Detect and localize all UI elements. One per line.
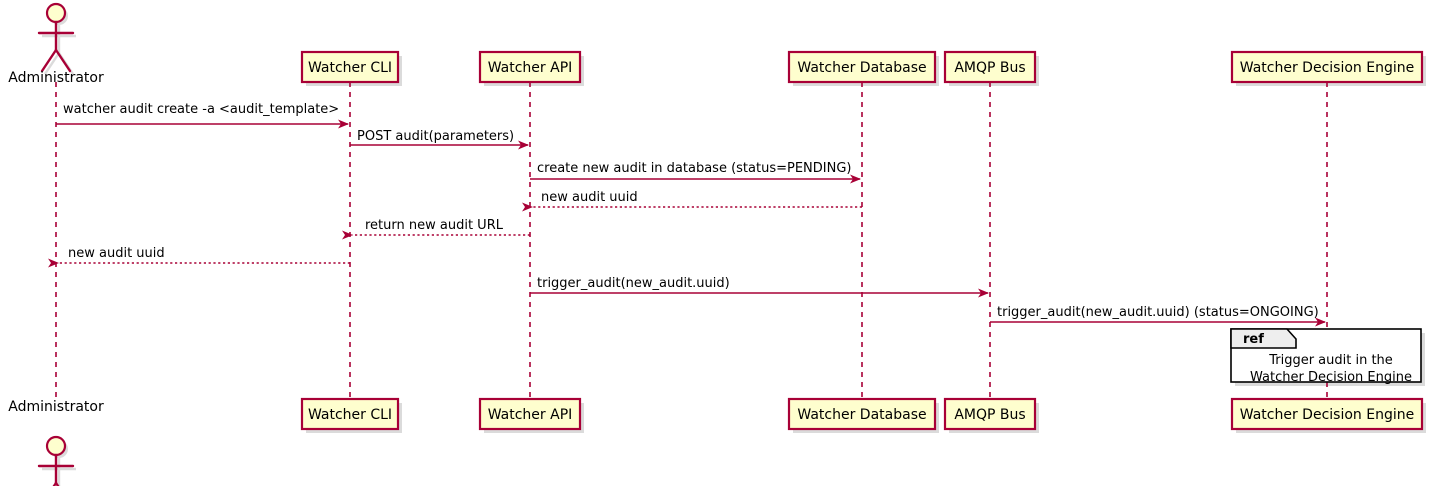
- message-1: watcher audit create -a <audit_template>: [56, 102, 349, 129]
- message-label: new audit uuid: [68, 246, 165, 261]
- participant-box-rect: [478, 50, 582, 84]
- actor-body-icon: [37, 20, 75, 73]
- participant-box-wde-top[interactable]: Watcher Decision Engine: [1230, 50, 1424, 84]
- participant-box-rect: [300, 397, 400, 431]
- participant-box-api-bottom[interactable]: Watcher API: [478, 397, 582, 431]
- message-5: return new audit URL: [342, 218, 530, 240]
- message-4: new audit uuid: [522, 190, 862, 212]
- message-label: trigger_audit(new_audit.uuid): [537, 276, 730, 291]
- ref-fragment-body-line-1: Watcher Decision Engine: [1250, 370, 1412, 385]
- lifeline-layer: [55, 82, 1328, 399]
- participant-label-db: Watcher Database: [797, 60, 926, 76]
- participant-label-cli: Watcher CLI: [308, 407, 392, 423]
- participant-label-db: Watcher Database: [797, 407, 926, 423]
- participant-label-cli: Watcher CLI: [308, 60, 392, 76]
- participant-box-rect: [1230, 397, 1424, 431]
- participant-box-rect: [300, 50, 400, 84]
- actor-body-icon: [37, 453, 75, 486]
- participant-box-db-top[interactable]: Watcher Database: [787, 50, 937, 84]
- message-label: create new audit in database (status=PEN…: [537, 161, 852, 176]
- message-label: trigger_audit(new_audit.uuid) (status=ON…: [997, 305, 1319, 320]
- participant-label-api: Watcher API: [488, 407, 573, 423]
- participant-box-cli-bottom[interactable]: Watcher CLI: [300, 397, 400, 431]
- participant-label-wde: Watcher Decision Engine: [1240, 60, 1414, 76]
- message-2: POST audit(parameters): [350, 129, 529, 150]
- actor-head-icon: [45, 2, 67, 24]
- participant-box-rect: [943, 50, 1037, 84]
- participant-label-amqp: AMQP Bus: [954, 60, 1025, 76]
- participant-box-rect: [943, 397, 1037, 431]
- message-7: trigger_audit(new_audit.uuid): [530, 276, 989, 298]
- participant-box-db-bottom[interactable]: Watcher Database: [787, 397, 937, 431]
- message-layer: watcher audit create -a <audit_template>…: [48, 102, 1326, 327]
- participant-box-rect: [787, 397, 937, 431]
- participant-label-amqp: AMQP Bus: [954, 407, 1025, 423]
- actor-administrator-top[interactable]: [37, 2, 75, 73]
- participant-label-wde: Watcher Decision Engine: [1240, 407, 1414, 423]
- actor-label-administrator-top: Administrator: [8, 70, 104, 86]
- participant-layer: Watcher CLI Watcher CLI Watcher API Watcher…: [300, 50, 1424, 431]
- participant-box-wde-bottom[interactable]: Watcher Decision Engine: [1230, 397, 1424, 431]
- participant-box-amqp-top[interactable]: AMQP Bus: [943, 50, 1037, 84]
- ref-fragment-body-line-0: Trigger audit in the: [1268, 353, 1393, 368]
- message-label: new audit uuid: [541, 190, 638, 205]
- message-label: watcher audit create -a <audit_template>: [63, 102, 339, 117]
- participant-box-amqp-bottom[interactable]: AMQP Bus: [943, 397, 1037, 431]
- participant-box-rect: [1230, 50, 1424, 84]
- actor-administrator-bottom[interactable]: [37, 435, 75, 486]
- participant-label-api: Watcher API: [488, 60, 573, 76]
- ref-fragment-tab: [1230, 328, 1297, 349]
- message-6: new audit uuid: [48, 246, 350, 268]
- participant-box-cli-top[interactable]: Watcher CLI: [300, 50, 400, 84]
- ref-fragment-tab-label: ref: [1243, 332, 1264, 347]
- message-8: trigger_audit(new_audit.uuid) (status=ON…: [990, 305, 1326, 327]
- actor-head-icon: [45, 435, 67, 457]
- message-label: return new audit URL: [365, 218, 504, 233]
- participant-box-rect: [787, 50, 937, 84]
- message-3: create new audit in database (status=PEN…: [530, 161, 861, 184]
- actor-label-administrator-bottom: Administrator: [8, 399, 104, 415]
- participant-box-api-top[interactable]: Watcher API: [478, 50, 582, 84]
- participant-box-rect: [478, 397, 582, 431]
- message-label: POST audit(parameters): [357, 129, 514, 144]
- box-shadow-layer: [42, 7, 1426, 486]
